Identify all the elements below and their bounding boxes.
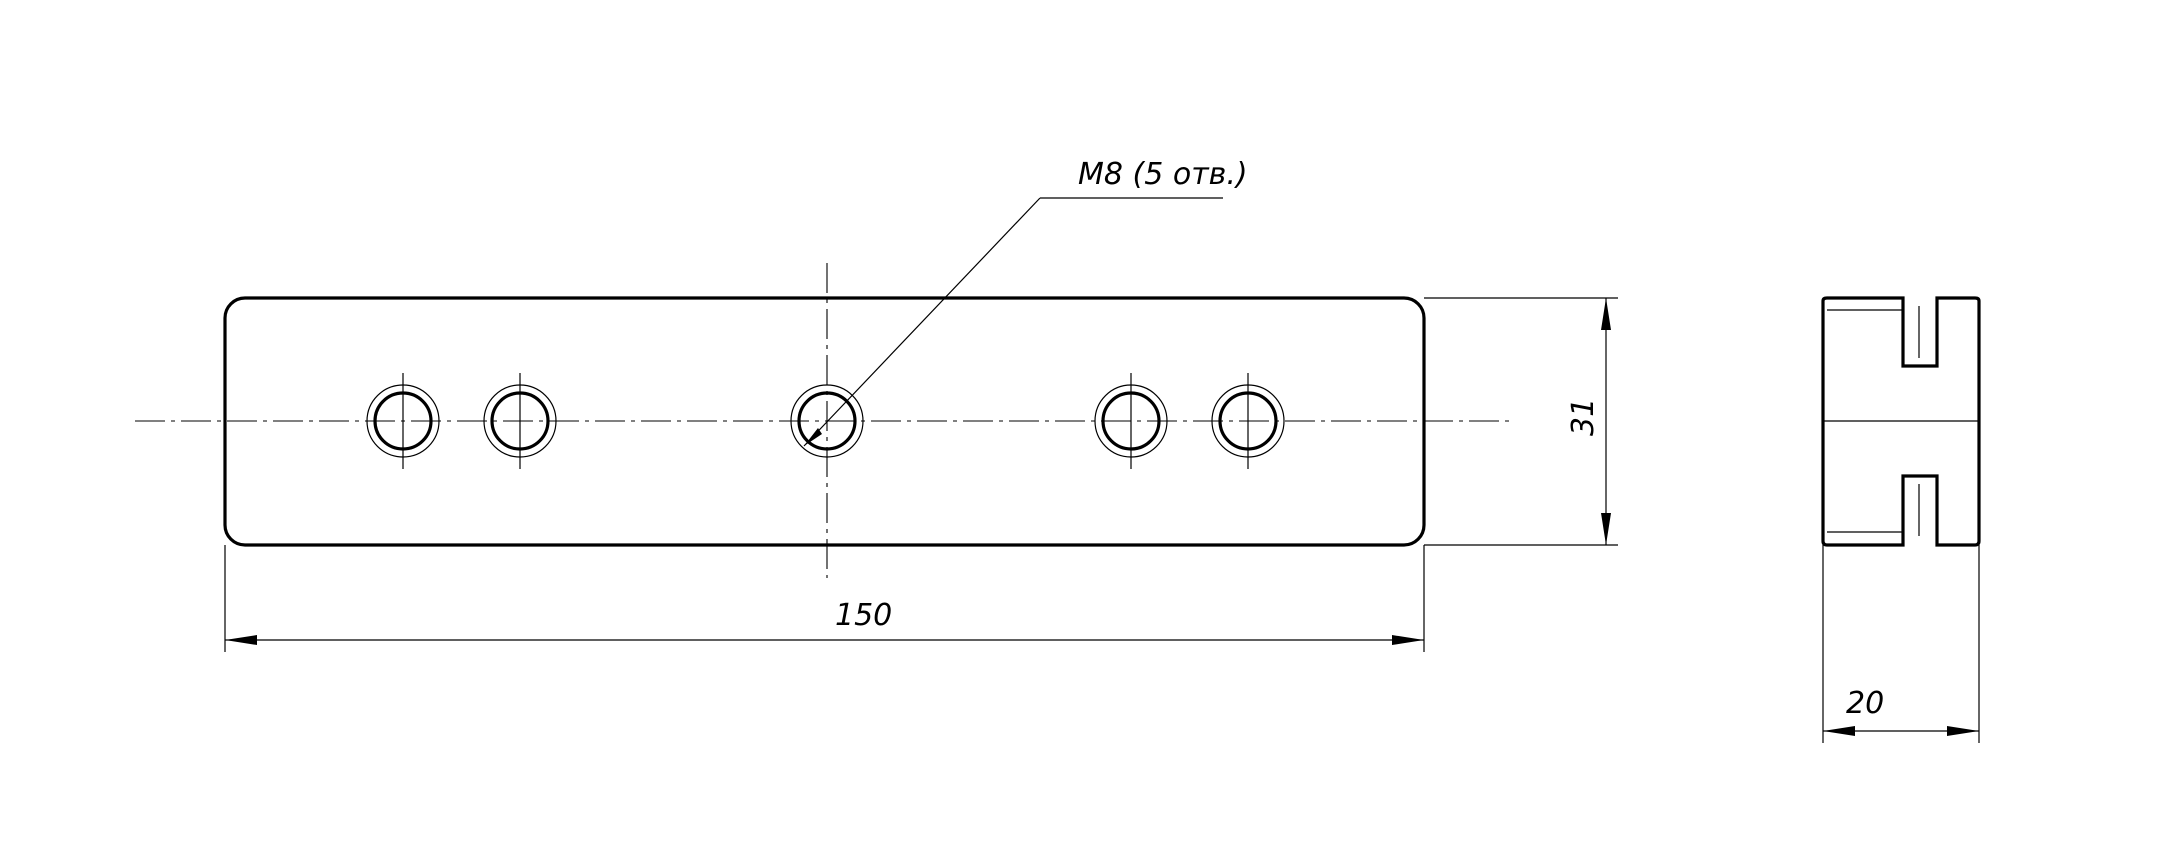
width-dimension-label: 20 [1846, 686, 1884, 721]
thread-leader [803, 197, 1223, 447]
hole-5 [1211, 373, 1285, 469]
length-dimension-line [224, 545, 1425, 652]
width-dimension-line [1822, 545, 1980, 743]
side-view: 20 [1821, 296, 1981, 743]
thread-callout-label: M8 (5 отв.) [1078, 157, 1248, 192]
length-dimension-label: 150 [835, 598, 892, 633]
height-dimension-line [1424, 297, 1618, 546]
height-dimension-label: 31 [1566, 398, 1601, 436]
hole-1 [366, 373, 440, 469]
hole-3 [790, 384, 864, 458]
front-view: M8 (5 отв.) 150 31 [135, 157, 1618, 652]
side-profile-outline [1821, 296, 1981, 547]
hole-4 [1094, 373, 1168, 469]
hole-2 [483, 373, 557, 469]
